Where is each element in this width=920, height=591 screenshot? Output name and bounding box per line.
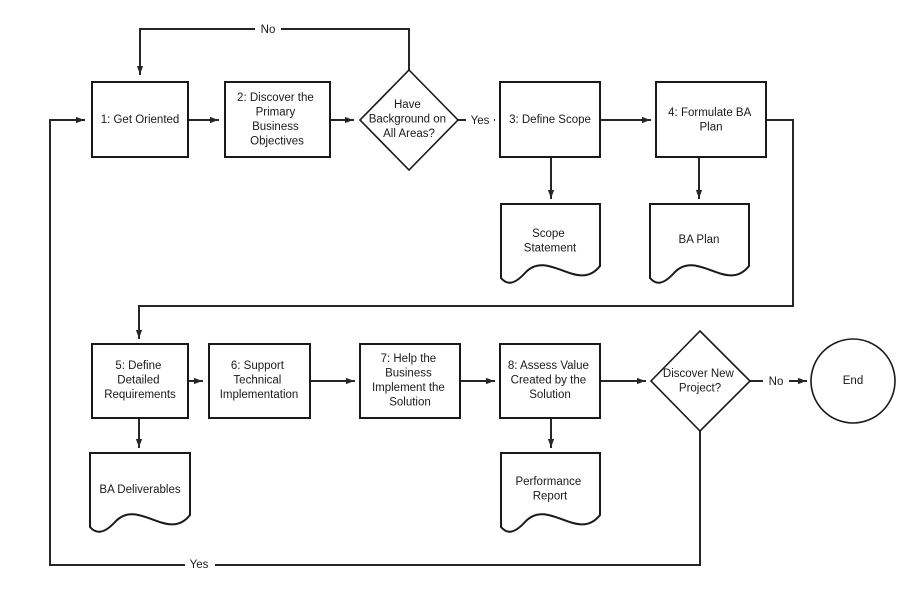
- svg-text:4: Formulate BA Plan: 4: Formulate BA Plan: [668, 107, 754, 134]
- node-step3[interactable]: 3: Define Scope: [499, 81, 601, 158]
- svg-text:3: Define Scope: 3: Define Scope: [509, 114, 591, 126]
- node-step2-line-3: Objectives: [250, 136, 304, 148]
- node-step7-line-1: Business: [385, 368, 432, 380]
- svg-text:8: Assess Value Create: 8: Assess Value Created by the Solution: [508, 360, 592, 401]
- node-step3-line-0: 3: Define Scope: [509, 114, 591, 126]
- svg-text:Discover New Project?: Discover New Project?: [663, 368, 737, 395]
- edge-label-layer: No Yes No Yes: [185, 21, 789, 572]
- svg-text:2: Discover the Primar: 2: Discover the Primary Business Objecti…: [237, 92, 317, 148]
- node-end[interactable]: End: [810, 338, 896, 424]
- node-step8[interactable]: 8: Assess Value Created by the Solution: [499, 343, 601, 419]
- node-step6-line-2: Implementation: [220, 389, 299, 401]
- node-step8-line-2: Solution: [529, 389, 571, 401]
- node-step7[interactable]: 7: Help the Business Implement the Solut…: [359, 343, 461, 419]
- edge-label-decision2-no: No: [769, 376, 784, 388]
- node-step6-line-0: 6: Support: [231, 360, 285, 372]
- edge-label-decision1-no: No: [261, 24, 276, 36]
- node-step6[interactable]: 6: Support Technical Implementation: [208, 343, 311, 419]
- node-step1-line-0: 1: Get Oriented: [101, 114, 180, 126]
- node-step7-line-0: 7: Help the: [381, 353, 437, 365]
- edge-label-decision1-yes: Yes: [471, 115, 490, 127]
- node-end-line-0: End: [843, 375, 863, 387]
- node-step4-line-0: 4: Formulate BA: [668, 107, 751, 119]
- svg-text:6: Support Technical: 6: Support Technical Implementation: [220, 360, 299, 401]
- node-doc-scope-line-0: Scope: [532, 228, 565, 240]
- node-step8-line-1: Created by the: [511, 375, 586, 387]
- svg-text:7: Help the Business: 7: Help the Business Implement the Solut…: [372, 353, 448, 409]
- node-step2[interactable]: 2: Discover the Primary Business Objecti…: [224, 81, 331, 158]
- node-step5[interactable]: 5: Define Detailed Requirements: [91, 343, 189, 419]
- svg-text:Have Background on: Have Background on All Areas?: [369, 99, 450, 140]
- node-step4-line-1: Plan: [699, 122, 722, 134]
- node-doc-performance-report[interactable]: Performance Report: [500, 452, 601, 533]
- node-step5-line-1: Detailed: [117, 375, 159, 387]
- connector-step4-to-step5: [135, 119, 794, 339]
- node-step4[interactable]: 4: Formulate BA Plan: [655, 81, 767, 158]
- node-decision1[interactable]: Have Background on All Areas?: [358, 68, 460, 172]
- svg-text:BA Plan: BA Plan: [679, 234, 720, 246]
- connector-layer: [49, 28, 807, 566]
- node-step5-line-0: 5: Define: [115, 360, 161, 372]
- connector-decision2-yes-loop: [49, 430, 701, 566]
- node-decision2[interactable]: Discover New Project?: [649, 329, 752, 433]
- edge-label-decision2-yes: Yes: [190, 559, 209, 571]
- svg-text:5: Define Detailed: 5: Define Detailed Requirements: [104, 360, 176, 401]
- node-step2-line-2: Business: [252, 121, 299, 133]
- svg-text:Scope Statement: Scope Statement: [524, 228, 577, 255]
- node-decision1-line-2: All Areas?: [383, 128, 435, 140]
- node-decision2-line-1: Project?: [679, 383, 721, 395]
- node-doc-scope-line-1: Statement: [524, 243, 577, 255]
- node-doc-ba-deliverables[interactable]: BA Deliverables: [89, 452, 191, 533]
- node-step7-line-3: Solution: [389, 397, 431, 409]
- node-step5-line-2: Requirements: [104, 389, 176, 401]
- node-decision1-line-0: Have: [394, 99, 421, 111]
- node-step2-line-0: 2: Discover the: [237, 92, 314, 104]
- node-step7-line-2: Implement the: [372, 382, 445, 394]
- node-doc-performance-line-1: Report: [533, 491, 568, 503]
- node-doc-baplan-line-0: BA Plan: [679, 234, 720, 246]
- node-doc-scope-statement[interactable]: Scope Statement: [500, 203, 601, 284]
- node-doc-ba-plan[interactable]: BA Plan: [649, 203, 750, 284]
- svg-text:End: End: [843, 375, 863, 387]
- svg-text:BA Deliverables: BA Deliverables: [99, 484, 180, 496]
- svg-text:Performance Report: Performance Report: [515, 476, 584, 503]
- node-decision2-line-0: Discover New: [663, 368, 735, 380]
- connector-yes-loop-to-step1: [49, 116, 85, 566]
- node-decision1-line-1: Background on: [369, 114, 446, 126]
- svg-text:1: Get Oriented: 1: Get Oriented: [101, 114, 180, 126]
- node-step8-line-0: 8: Assess Value: [508, 360, 589, 372]
- node-step1[interactable]: 1: Get Oriented: [91, 81, 189, 158]
- node-doc-performance-line-0: Performance: [515, 476, 581, 488]
- node-step6-line-1: Technical: [233, 375, 281, 387]
- node-step2-line-1: Primary: [256, 107, 296, 119]
- node-doc-deliverables-line-0: BA Deliverables: [99, 484, 180, 496]
